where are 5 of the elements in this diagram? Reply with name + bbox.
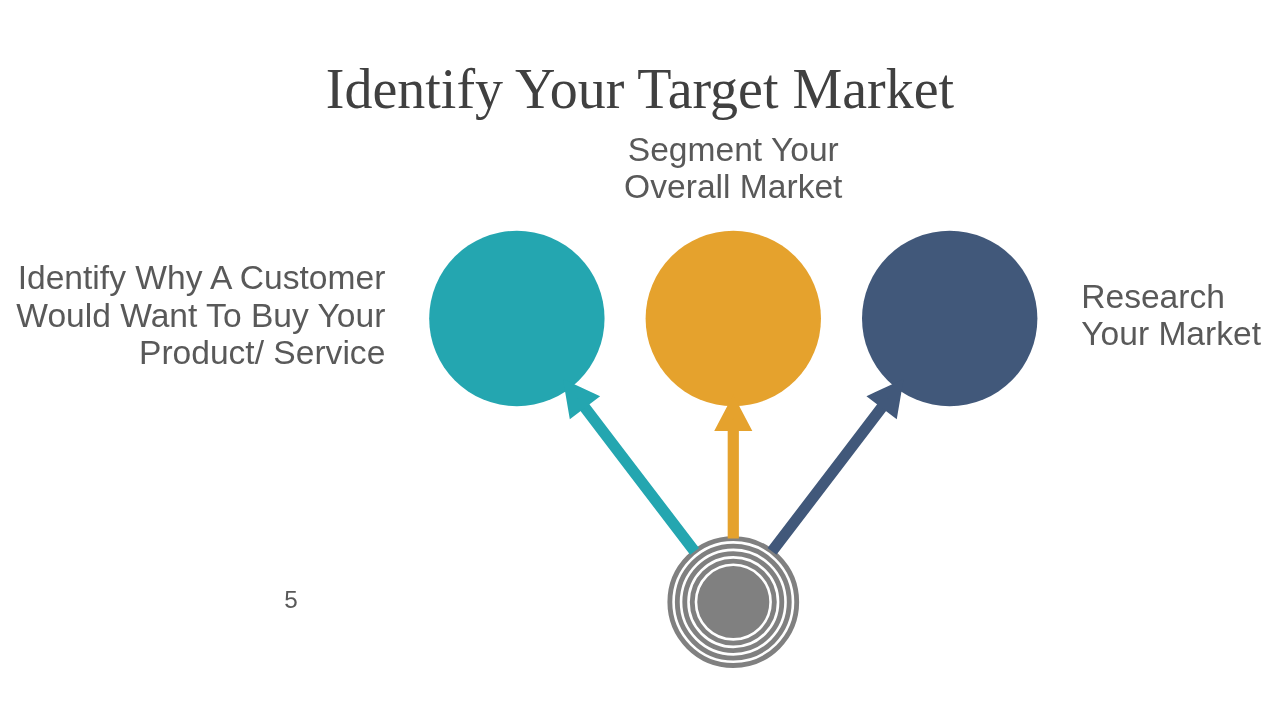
node-label: Segment Your Overall Market xyxy=(624,130,843,205)
diagram-title: Identify Your Target Market xyxy=(325,57,955,120)
node-label: Identify Why A Customer Would Want To Buy Your Product/ Service xyxy=(16,258,386,371)
node-label: Research Your Market xyxy=(1081,277,1262,352)
label: 5 xyxy=(284,585,298,613)
